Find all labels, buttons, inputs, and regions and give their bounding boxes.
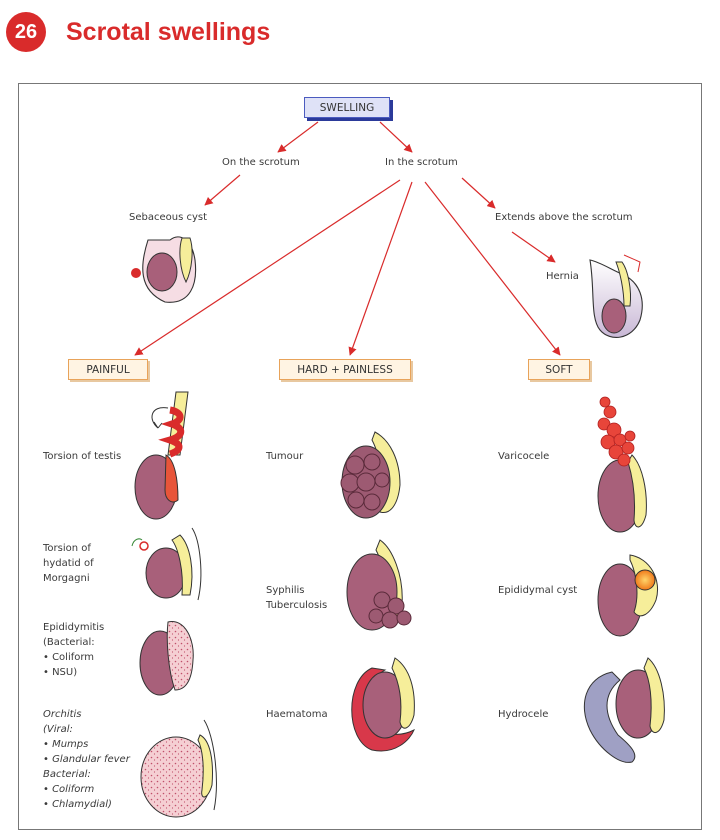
chapter-title: Scrotal swellings <box>66 18 271 46</box>
torsion-testis-illustration <box>134 391 189 520</box>
hydrocele-illustration <box>583 657 665 763</box>
varicocele-illustration <box>597 396 647 533</box>
label-tumour: Tumour <box>266 451 304 462</box>
haematoma-illustration <box>351 657 415 752</box>
label-epididymitis-line4: • NSU) <box>43 667 78 678</box>
label-syphilis-tb: Syphilis Tuberculosis <box>266 583 327 613</box>
arrow-root-to-in-scrotum <box>379 121 413 153</box>
epididymitis-illustration <box>139 621 194 696</box>
label-orchitis: Orchitis (Viral: • Mumps • Glandular fev… <box>43 707 130 812</box>
label-epididymal-cyst: Epididymal cyst <box>498 585 578 596</box>
orchitis-illustration <box>140 719 217 818</box>
arrow-in-to-above <box>461 177 496 209</box>
label-torsion-of-testis: Torsion of testis <box>43 451 122 462</box>
label-orchitis-line6: • Coliform <box>43 784 95 795</box>
category-box-hard-painless: HARD + PAINLESS <box>279 359 411 380</box>
category-box-painful: PAINFUL <box>68 359 148 380</box>
label-torsion-hydatid-line3: Morgagni <box>43 573 90 584</box>
syphilis-tb-illustration <box>346 539 412 631</box>
label-hydrocele: Hydrocele <box>498 709 549 720</box>
arrow-in-to-painful <box>134 179 401 356</box>
label-on-the-scrotum: On the scrotum <box>222 157 300 168</box>
label-extends-above: Extends above the scrotum <box>495 212 633 223</box>
chapter-number-badge: 26 <box>6 12 46 52</box>
label-torsion-hydatid: Torsion of hydatid of Morgagni <box>43 541 94 586</box>
torsion-hydatid-illustration <box>131 527 202 601</box>
label-torsion-hydatid-line1: Torsion of <box>43 543 91 554</box>
label-orchitis-line2: (Viral: <box>43 724 73 735</box>
connector-arrows <box>134 121 561 356</box>
label-tuberculosis: Tuberculosis <box>266 600 328 611</box>
hernia-illustration <box>589 254 643 338</box>
label-torsion-hydatid-line2: hydatid of <box>43 558 94 569</box>
label-orchitis-line5: Bacterial: <box>43 769 91 780</box>
root-box-swelling: SWELLING <box>304 97 390 118</box>
label-epididymitis: Epididymitis (Bacterial: • Coliform • NS… <box>43 620 104 680</box>
label-varicocele: Varicocele <box>498 451 550 462</box>
sebaceous-cyst-illustration <box>131 236 197 303</box>
label-syphilis: Syphilis <box>266 585 305 596</box>
label-in-the-scrotum: In the scrotum <box>385 157 458 168</box>
arrow-above-to-hernia <box>511 231 556 263</box>
diagram-frame <box>18 83 702 830</box>
label-sebaceous-cyst: Sebaceous cyst <box>129 212 208 223</box>
label-orchitis-line7: • Chlamydial) <box>43 799 112 810</box>
label-hernia: Hernia <box>546 271 579 282</box>
label-orchitis-line4: • Glandular fever <box>43 754 130 765</box>
tumour-illustration <box>340 431 401 519</box>
arrow-on-to-sebaceous <box>204 174 241 206</box>
epididymal-cyst-illustration <box>597 554 658 637</box>
label-orchitis-line3: • Mumps <box>43 739 89 750</box>
label-epididymitis-line2: (Bacterial: <box>43 637 95 648</box>
label-epididymitis-line1: Epididymitis <box>43 622 105 633</box>
arrow-in-to-hard <box>348 181 413 356</box>
label-epididymitis-line3: • Coliform <box>43 652 95 663</box>
label-haematoma: Haematoma <box>266 709 328 720</box>
label-orchitis-line1: Orchitis <box>43 709 82 720</box>
arrow-in-to-soft <box>424 181 561 356</box>
arrow-root-to-on-scrotum <box>277 121 319 153</box>
category-box-soft: SOFT <box>528 359 590 380</box>
